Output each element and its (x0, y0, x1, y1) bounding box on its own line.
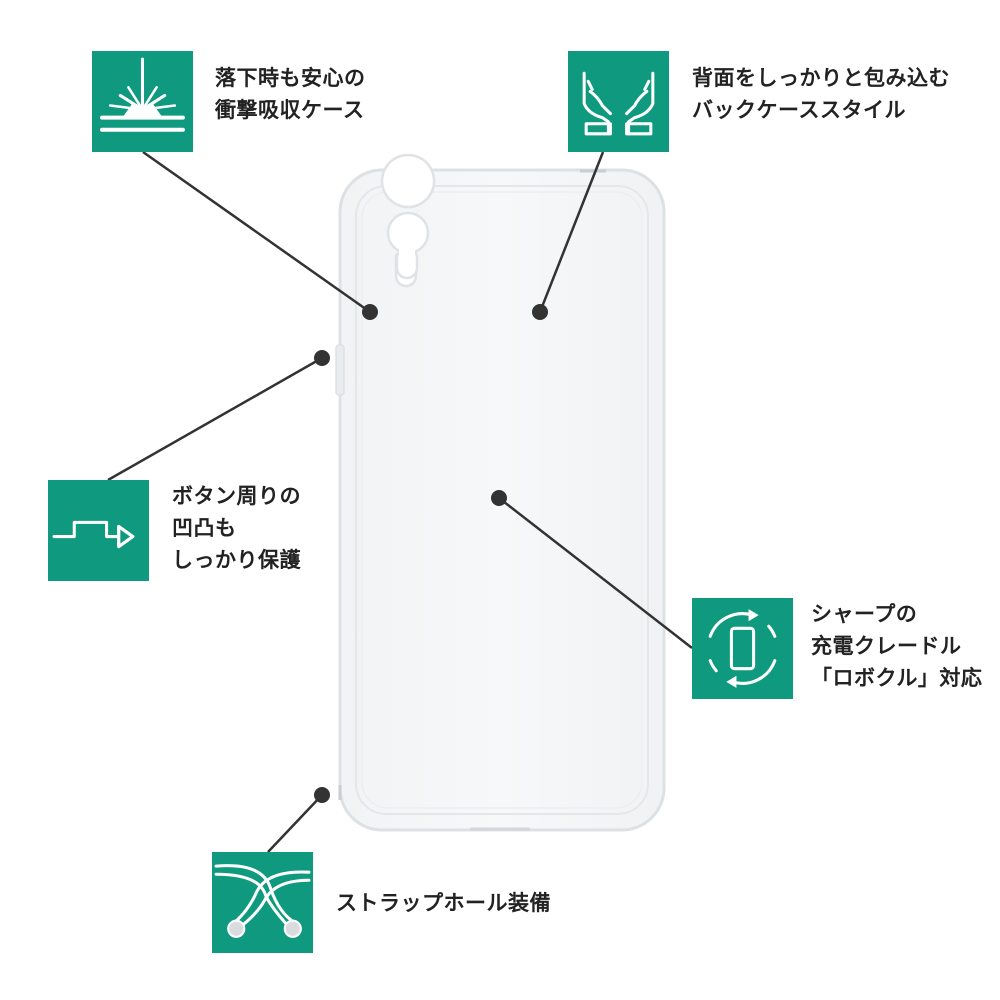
feature-label-back-wrap: 背面をしっかりと包み込む バックケーススタイル (692, 66, 950, 122)
case-inner-edge (355, 185, 649, 815)
side-button-bump (335, 344, 345, 396)
leader-dot (314, 350, 330, 366)
leader-lines (107, 150, 693, 853)
case-inner-bezel (361, 191, 643, 809)
leader-dot (532, 304, 548, 320)
leader-dot (362, 304, 378, 320)
cradle-rotate-icon (692, 598, 793, 699)
leader-dot (491, 490, 507, 506)
leader-dots (314, 304, 548, 803)
feature-label-button-protect: ボタン周りの 凹凸も しっかり保護 (172, 484, 301, 572)
camera-cutout (380, 153, 436, 288)
hands-icon (568, 51, 669, 152)
feature-label-impact: 落下時も安心の 衝撃吸収ケース (215, 66, 366, 122)
leader-dot (314, 787, 330, 803)
feature-label-strap-hole: ストラップホール装備 (336, 891, 551, 915)
strap-icon (212, 852, 313, 953)
impact-icon (92, 51, 193, 152)
feature-label-robokuru: シャープの 充電クレードル 「ロボクル」対応 (811, 602, 983, 690)
button-step-icon (48, 480, 149, 581)
